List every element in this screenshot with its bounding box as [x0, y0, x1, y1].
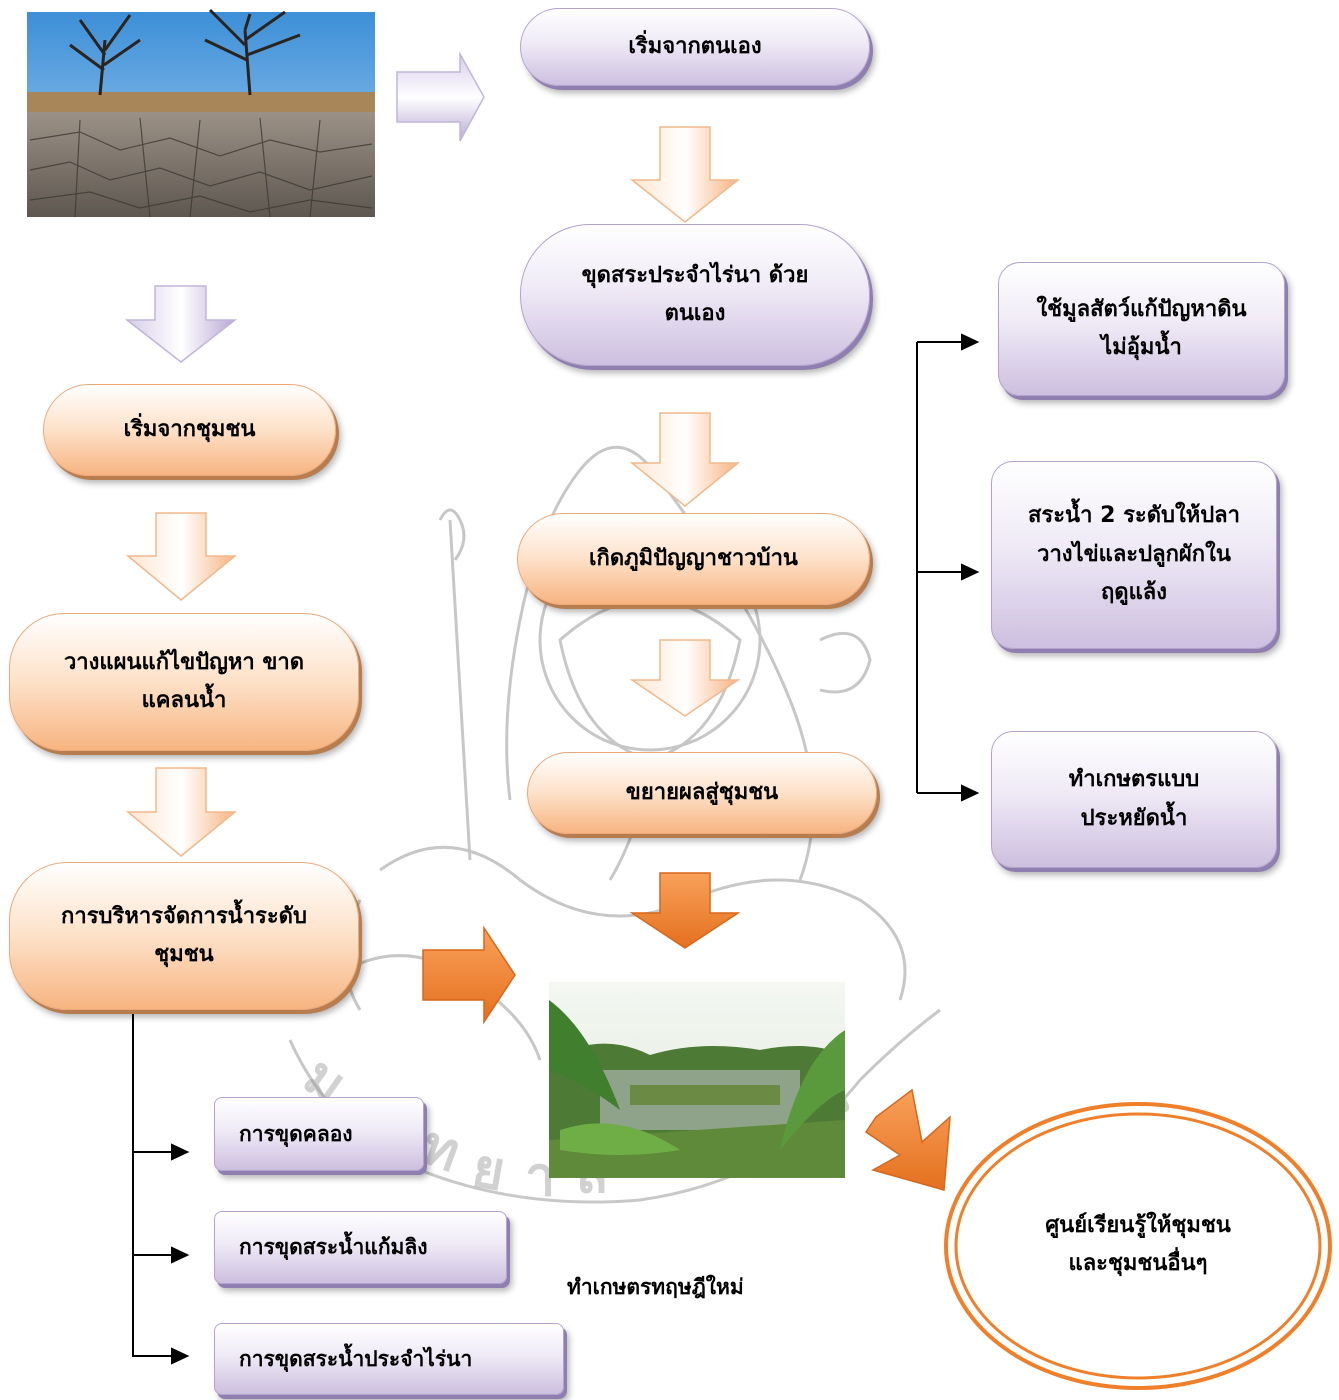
node-manure-soil-label: ใช้มูลสัตว์แก้ปัญหาดิน ไม่อุ้มน้ำ: [1036, 296, 1247, 361]
node-monkey-cheek-pond-label: การขุดสระน้ำแก้มลิง: [239, 1235, 428, 1260]
node-dig-canal: การขุดคลอง: [214, 1097, 424, 1171]
node-start-community-label: เริ่มจากชุมชน: [123, 416, 256, 442]
down-arrow-purple: [124, 285, 238, 363]
dry-land-photo: [27, 8, 375, 218]
node-local-wisdom: เกิดภูมิปัญญาชาวบ้าน: [517, 513, 870, 605]
node-start-self-label: เริ่มจากตนเอง: [628, 33, 762, 59]
node-dig-pond-self-label: ขุดสระประจำไร่นา ด้วย ตนเอง: [581, 262, 809, 327]
node-dig-pond-self: ขุดสระประจำไร่นา ด้วย ตนเอง: [520, 224, 870, 366]
node-plan-water-shortage-label: วางแผนแก้ไขปัญหา ขาด แคลนน้ำ: [63, 649, 305, 714]
node-farm-pond-label: การขุดสระน้ำประจำไร่นา: [239, 1346, 473, 1371]
node-dig-canal-label: การขุดคลอง: [239, 1121, 353, 1146]
learning-center-ellipse: [944, 1102, 1332, 1390]
connector-lines-left: [132, 1010, 190, 1365]
right-arrow-purple: [396, 51, 485, 142]
node-local-wisdom-label: เกิดภูมิปัญญาชาวบ้าน: [589, 545, 798, 571]
node-plan-water-shortage: วางแผนแก้ไขปัญหา ขาด แคลนน้ำ: [9, 613, 359, 751]
node-water-saving: ทำเกษตรแบบ ประหยัดน้ำ: [991, 731, 1277, 868]
node-community-water-mgmt-label: การบริหารจัดการน้ำระดับ ชุมชน: [61, 903, 307, 968]
node-pond-two-levels: สระน้ำ 2 ระดับให้ปลา วางไข่และปลูกผักใน …: [991, 461, 1277, 649]
arrows-orange: [422, 872, 951, 1191]
farm-photo-caption: ทำเกษตรทฤษฎีใหม่: [567, 1275, 744, 1299]
node-farm-pond: การขุดสระน้ำประจำไร่นา: [214, 1323, 564, 1395]
node-monkey-cheek-pond: การขุดสระน้ำแก้มลิง: [214, 1211, 507, 1284]
node-community-water-mgmt: การบริหารจัดการน้ำระดับ ชุมชน: [9, 862, 359, 1010]
node-water-saving-label: ทำเกษตรแบบ ประหยัดน้ำ: [1068, 767, 1200, 831]
farm-photo: [549, 982, 845, 1178]
node-start-self: เริ่มจากตนเอง: [520, 8, 870, 86]
node-expand-community-label: ขยายผลสู่ชุมชน: [625, 779, 779, 805]
node-learning-center: ศูนย์เรียนรู้ให้ชุมชน และชุมชนอื่นๆ: [980, 1150, 1296, 1340]
node-manure-soil: ใช้มูลสัตว์แก้ปัญหาดิน ไม่อุ้มน้ำ: [998, 262, 1285, 396]
node-pond-two-levels-label: สระน้ำ 2 ระดับให้ปลา วางไข่และปลูกผักใน …: [1027, 503, 1240, 606]
down-arrows-light-orange: [125, 126, 741, 857]
node-expand-community: ขยายผลสู่ชุมชน: [527, 752, 877, 834]
node-start-community: เริ่มจากชุมชน: [43, 384, 336, 476]
node-learning-center-label: ศูนย์เรียนรู้ให้ชุมชน และชุมชนอื่นๆ: [1045, 1212, 1231, 1277]
connector-lines-right: [916, 333, 980, 802]
